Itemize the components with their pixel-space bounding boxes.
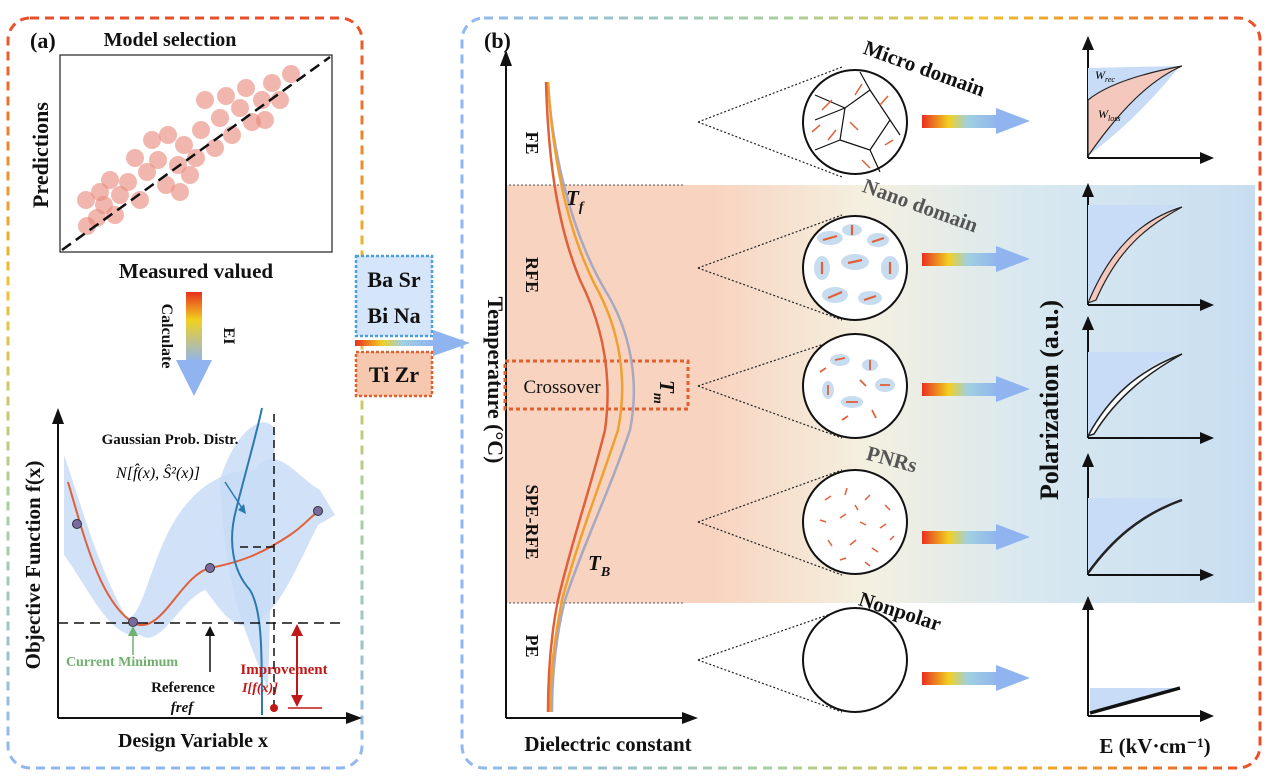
panel-a-tag: (a) — [30, 28, 56, 53]
identity-line — [61, 55, 331, 252]
measured-label: Measured valued — [119, 259, 274, 283]
element-gradient-bar — [355, 340, 433, 346]
region-rfe: RFE — [522, 257, 542, 293]
domain-arrows — [922, 108, 1030, 691]
elements-row2: Bi Na — [367, 303, 420, 328]
fref-label: fref — [171, 700, 195, 716]
micro-domain-circle — [802, 69, 908, 175]
region-crossover: Crossover — [523, 377, 601, 398]
objective-plot — [52, 407, 362, 724]
crossover-box — [503, 359, 690, 411]
design-variable-label: Design Variable x — [118, 730, 268, 752]
pe-loop-nonpolar — [1082, 596, 1214, 722]
tb-label: TB — [588, 551, 610, 580]
reference-label: Reference — [151, 680, 215, 696]
ti-zr-box — [354, 350, 434, 398]
panel-b-tag: (b) — [484, 28, 511, 53]
dielectric-curves — [544, 81, 636, 713]
nano-domain-circle — [802, 215, 908, 321]
region-pe: PE — [522, 634, 542, 657]
calculate-arrow-body — [186, 292, 202, 362]
region-spe-rfe: SPE-RFE — [522, 484, 542, 559]
normal-expr: N[f̂(x), Ŝ²(x)] — [115, 463, 200, 482]
zoom-cones — [697, 66, 843, 713]
ei-label: EI — [220, 328, 237, 345]
model-selection-title: Model selection — [104, 29, 237, 51]
elements-row1: Ba Sr — [367, 267, 420, 292]
pe-loop-nano — [1082, 183, 1214, 311]
gaussian-label: Gaussian Prob. Distr. — [102, 432, 239, 448]
pe-loop-micro: Wrec Wloss — [1082, 36, 1214, 164]
wrec-label: Wrec — [1095, 68, 1115, 84]
confidence-band — [64, 455, 335, 638]
pe-loop-pnrs — [1082, 453, 1214, 581]
polarization-label: Polarization (a.u.) — [1035, 300, 1064, 500]
elements-row3: Ti Zr — [369, 362, 420, 387]
dielectric-label: Dielectric constant — [524, 732, 691, 756]
nonpolar-circle — [802, 607, 908, 713]
calculate-label: Calculate — [158, 304, 175, 369]
tm-label: Tm — [650, 380, 679, 404]
element-arrow-head — [433, 330, 470, 356]
tf-label: Tf — [566, 186, 585, 215]
pnrs-circle — [802, 469, 908, 575]
ba-bi-box — [354, 254, 434, 338]
current-min-label: Current Minimum — [66, 655, 178, 670]
surrogate-curve — [67, 481, 321, 626]
crossover-domain-circle — [802, 333, 908, 439]
calculate-arrow-head — [176, 360, 212, 396]
pe-loop-crossover — [1082, 316, 1214, 444]
objective-label: Objective Function f(x) — [21, 461, 45, 670]
panel-b-border — [460, 16, 1262, 770]
gaussian-curve — [231, 407, 263, 716]
wloss-label: Wloss — [1098, 107, 1120, 123]
improvement-label: Improvement — [240, 662, 327, 678]
region-fe: FE — [522, 131, 542, 154]
improvement-expr: I[f(x)] — [241, 681, 278, 696]
predictions-label: Predictions — [28, 102, 53, 208]
field-label: E (kV·cm⁻¹) — [1099, 734, 1210, 758]
